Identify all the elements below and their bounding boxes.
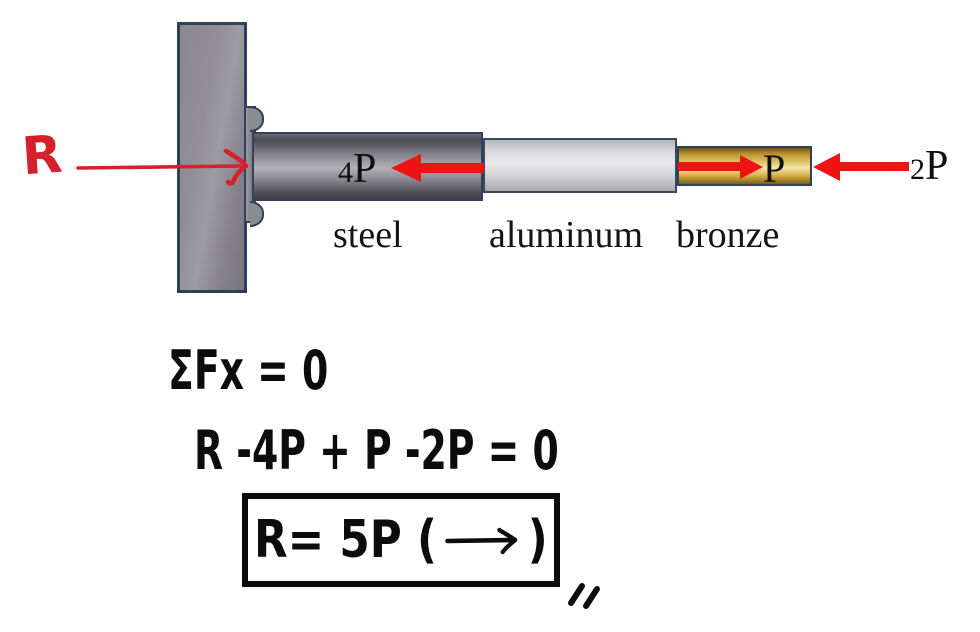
end-force-arrow [813,153,909,181]
bronze-force-label: P [763,146,786,191]
equation-result: R= 5P ( ) [254,510,548,570]
end-force-label: 2P [910,145,948,187]
result-box: R= 5P ( ) [242,493,560,587]
weld-bump-top [250,106,264,132]
bronze-label: bronze [676,214,780,256]
aluminum-label: aluminum [489,214,644,256]
aluminum-segment [483,138,677,193]
equation-sum-fx: ΣFx = 0 [168,339,329,402]
steel-force-digit: 4 [338,156,353,189]
ditto-mark-icon [568,583,600,609]
equation-equilibrium: R -4P + P -2P = 0 [194,419,559,482]
weld-bump-bottom [250,201,264,227]
right-arrow-icon [445,527,518,555]
reaction-label: R [19,124,65,188]
end-force-digit: 2 [910,153,925,186]
steel-force-letter: P [353,146,377,192]
wall-support [177,22,247,293]
end-force-letter: P [925,143,949,189]
bronze-segment [677,146,812,186]
result-prefix: R= 5P ( [254,510,438,570]
steel-label: steel [333,214,403,256]
result-suffix: ) [527,510,548,570]
steel-force-label: 4P [338,148,376,190]
